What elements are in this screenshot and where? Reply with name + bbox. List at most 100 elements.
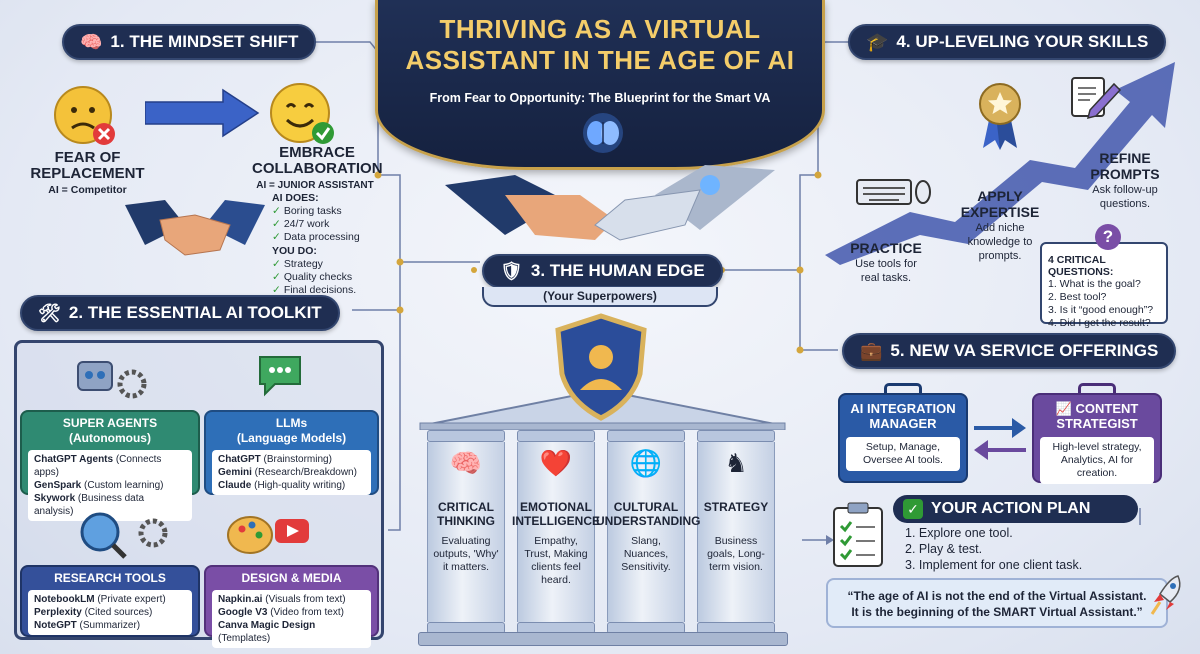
temple-base [418, 632, 788, 646]
action-item: 3. Implement for one client task. [905, 558, 1083, 572]
skill-step-title: REFINE PROMPTS [1090, 150, 1160, 182]
header-banner: THRIVING AS A VIRTUAL ASSISTANT IN THE A… [375, 0, 825, 170]
pillar-title: CULTURAL UNDERSTANDING [596, 500, 701, 528]
tool-card-design-media: DESIGN & MEDIA Napkin.ai (Visuals from t… [204, 565, 379, 648]
happy-face-icon [265, 78, 340, 153]
critical-questions-box: 4 CRITICAL QUESTIONS: 1. What is the goa… [1040, 242, 1168, 329]
pillar-title: CRITICAL THINKING [437, 500, 495, 528]
briefcase-handle [1078, 383, 1116, 395]
section-2-label: 🛠 2. THE ESSENTIAL AI TOOLKIT [20, 295, 340, 331]
skill-step-title: APPLY EXPERTISE [960, 188, 1040, 220]
section-3-subtitle: (Your Superpowers) [482, 287, 718, 307]
keyboard-mouse-icon [856, 179, 931, 205]
skill-step-desc: Ask follow-up questions. [1092, 184, 1158, 210]
check-icon: ✓ [272, 257, 281, 270]
section-5-label: 💼 5. NEW VA SERVICE OFFERINGS [842, 333, 1177, 369]
service-ai-integration-manager: AI INTEGRATION MANAGER Setup, Manage, Ov… [838, 393, 968, 483]
question-item: 3. Is it “good enough”? [1048, 304, 1154, 317]
pillar-title: EMOTIONAL INTELLIGENCE [511, 500, 600, 528]
skill-step-desc: Add niche knowledge to prompts. [967, 222, 1033, 262]
list-item: Perplexity (Cited sources) [34, 607, 153, 618]
check-icon: ✓ [272, 283, 281, 296]
pillar-description: Evaluating outputs, 'Why' it matters. [433, 535, 499, 574]
fear-subtitle: AI = Competitor [48, 184, 127, 196]
pillar-description: Business goals, Long-term vision. [707, 535, 765, 574]
edit-document-icon [1071, 77, 1122, 120]
you-do-item: ✓Strategy [272, 257, 323, 270]
you-do-item: ✓Final decisions. [272, 283, 357, 296]
section-4-label: 🎓 4. UP-LEVELING YOUR SKILLS [848, 24, 1167, 60]
swap-arrows-icon [974, 418, 1026, 460]
list-item: Google V3 (Video from text) [218, 607, 344, 618]
handshake-icon [125, 200, 265, 256]
tool-card-llms: LLMs(Language Models) ChatGPT (Brainstor… [204, 410, 379, 495]
pillar-description: Empathy, Trust, Making clients feel hear… [524, 535, 588, 587]
page-title: THRIVING AS A VIRTUAL ASSISTANT IN THE A… [378, 14, 822, 76]
ai-does-item: ✓Boring tasks [272, 205, 342, 218]
embrace-title: EMBRACE COLLABORATION [252, 144, 383, 177]
brain-icon: 🧠 [449, 448, 483, 478]
list-item: Gemini (Research/Breakdown) [218, 467, 357, 478]
globe-people-icon: 🌐 [629, 448, 663, 478]
you-do-label: YOU DO: [272, 244, 317, 257]
rocket-icon [1150, 575, 1181, 615]
briefcase-handle [884, 383, 922, 395]
pillar-title: STRATEGY [703, 500, 769, 514]
action-plan-list: 1. Explore one tool. 2. Play & test. 3. … [905, 525, 1145, 573]
pillar-strategy [697, 430, 775, 634]
you-do-item: ✓Quality checks [272, 270, 353, 283]
pillar-cultural-understanding [607, 430, 685, 634]
pillar-description: Slang, Nuances, Sensitivity. [621, 535, 671, 574]
list-item: NotebookLM (Private expert) [34, 594, 166, 605]
skill-step-desc: Use tools for real tasks. [855, 258, 917, 284]
check-icon: ✓ [272, 218, 281, 231]
section-3-label: 🛡 3. THE HUMAN EDGE [482, 254, 723, 288]
pillar-emotional-intelligence [517, 430, 595, 634]
title-line-2: ASSISTANT IN THE AGE OF AI [405, 45, 795, 75]
chart-trend-icon: 📈 [1055, 401, 1076, 416]
globe-magnifier-icon [80, 512, 168, 559]
tool-card-research-tools: RESEARCH TOOLS NotebookLM (Private exper… [20, 565, 200, 637]
list-item: ChatGPT Agents (Connects apps) [34, 454, 162, 478]
list-item: Napkin.ai (Visuals from text) [218, 594, 346, 605]
question-mark-icon: ? [1095, 224, 1121, 250]
service-content-strategist: 📈 CONTENT STRATEGIST High-level strategy… [1032, 393, 1162, 484]
brain-icon [583, 113, 623, 153]
check-icon: ✓ [272, 231, 281, 244]
arrow-right-icon [145, 88, 260, 138]
tools-icon: 🛠 [38, 302, 61, 323]
responsibility-list: AI DOES: ✓Boring tasks ✓24/7 work ✓Data … [272, 192, 392, 297]
ai-does-item: ✓Data processing [272, 231, 360, 244]
check-box-icon: ✓ [903, 499, 923, 519]
worried-face-icon [50, 82, 120, 152]
ai-does-item: ✓24/7 work [272, 218, 330, 231]
list-item: Canva Magic Design (Templates) [218, 620, 316, 644]
shield-person-icon: 🛡 [500, 260, 523, 281]
action-plan-label: ✓ YOUR ACTION PLAN [893, 495, 1138, 523]
ai-does-label: AI DOES: [272, 192, 319, 204]
critical-questions-title: 4 CRITICAL QUESTIONS: [1048, 254, 1114, 278]
fear-title: FEAR OF REPLACEMENT [30, 149, 145, 182]
heart-pulse-icon: ❤️ [539, 448, 573, 478]
list-item: ChatGPT (Brainstorming) [218, 454, 332, 465]
question-item: 2. Best tool? [1048, 291, 1107, 304]
action-item: 2. Play & test. [905, 542, 983, 556]
award-ribbon-icon [979, 83, 1021, 150]
section-1-label: 🧠 1. THE MINDSET SHIFT [62, 24, 317, 60]
title-line-1: THRIVING AS A VIRTUAL [439, 14, 761, 44]
check-icon: ✓ [272, 205, 281, 218]
check-icon: ✓ [272, 270, 281, 283]
chat-bubble-icon [259, 356, 301, 397]
list-item: Skywork (Business data analysis) [34, 493, 145, 517]
action-item: 1. Explore one tool. [905, 526, 1013, 540]
robot-gears-icon [77, 361, 147, 399]
tool-card-super-agents: SUPER AGENTS(Autonomous) ChatGPT Agents … [20, 410, 200, 521]
question-item: 4. Did I get the result? [1048, 317, 1151, 330]
page-subtitle: From Fear to Opportunity: The Blueprint … [429, 91, 771, 105]
list-item: NoteGPT (Summarizer) [34, 620, 141, 631]
embrace-subtitle: AI = JUNIOR ASSISTANT [256, 180, 374, 191]
skill-step-title: PRACTICE [850, 240, 922, 256]
robot-human-handshake-illustration [445, 165, 775, 241]
brain-icon: 🧠 [80, 31, 103, 52]
